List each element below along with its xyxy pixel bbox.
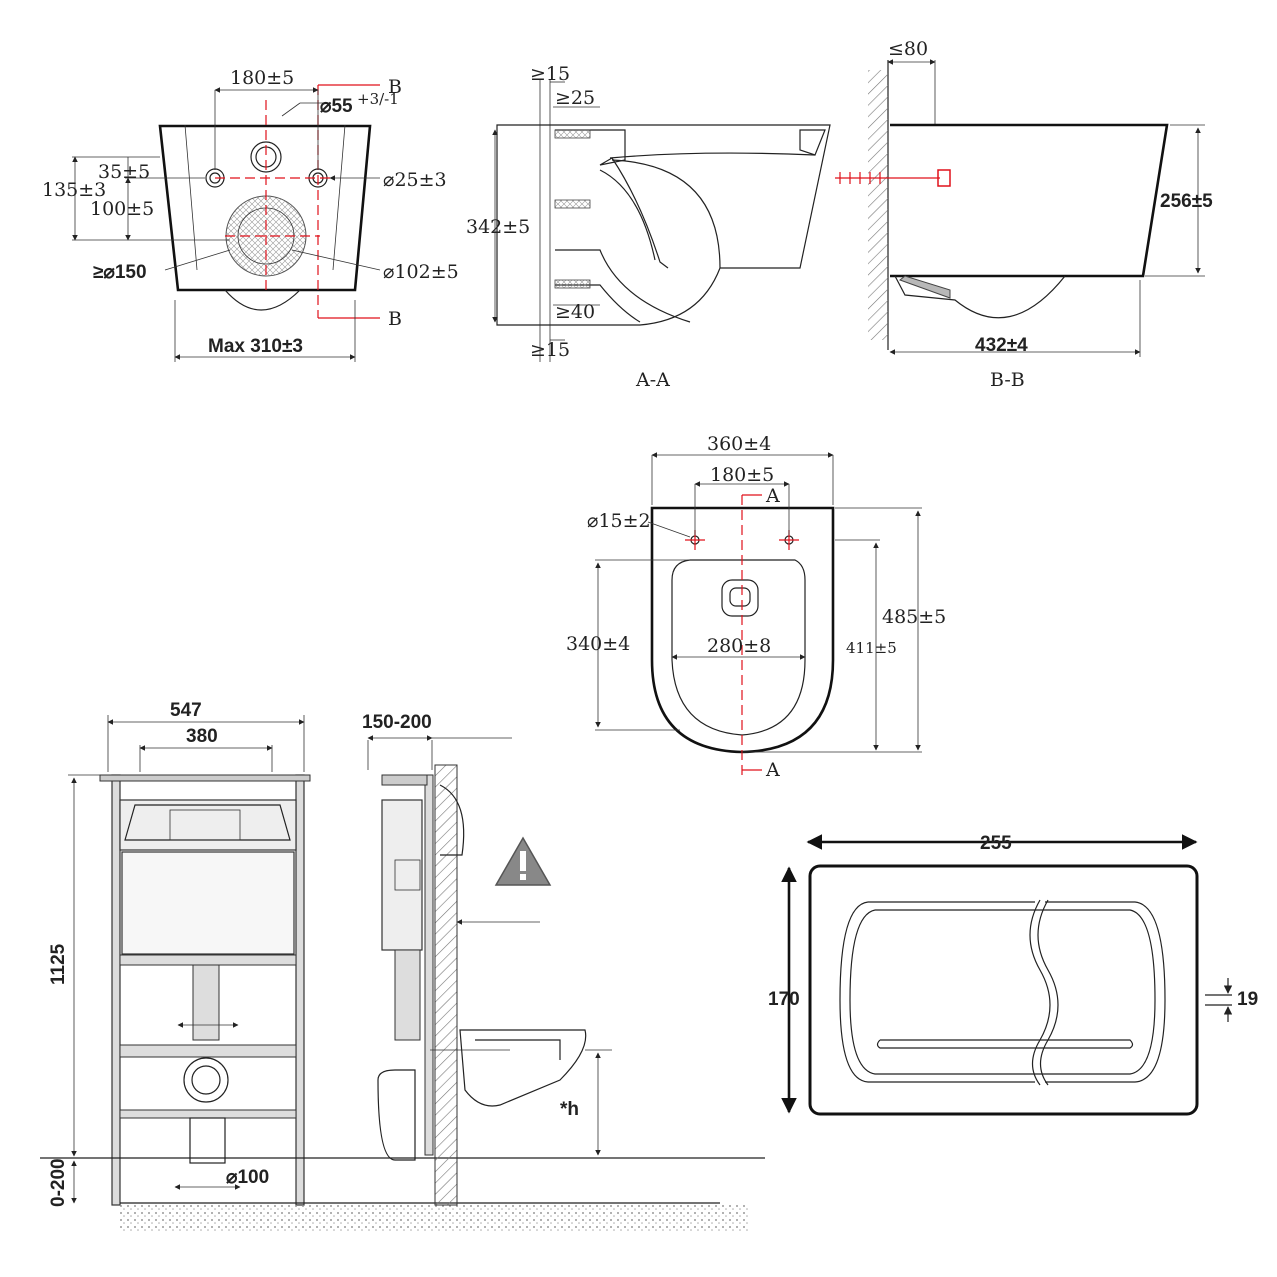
aa-dim-15-top: ≥15 <box>530 63 570 85</box>
section-aa-drawing: ≥15 ≥25 342±5 ≥40 ≥15 A-A <box>466 63 831 391</box>
tv-dim-280: 280±8 <box>707 635 771 657</box>
rear-view-drawing: 180±5 ⌀55 +3/-1 35±5 135±3 100±5 ⌀25±3 ≥… <box>42 67 459 362</box>
bb-dim-80: ≤80 <box>888 38 928 60</box>
dim-d25: ⌀25±3 <box>383 169 447 191</box>
side-dim-h: *h <box>560 1099 579 1120</box>
dim-d55: ⌀55 <box>320 96 353 117</box>
bb-dim-432: 432±4 <box>975 335 1028 356</box>
frame-dim-1125: 1125 <box>48 943 69 985</box>
wall-bolt-icon <box>835 169 951 187</box>
top-view-drawing: 360±4 180±5 ⌀15±2 340±4 280±8 411±5 485±… <box>566 433 946 781</box>
section-b-bottom-label: B <box>388 308 402 330</box>
dim-100: 100±5 <box>90 198 154 220</box>
aa-section-label: A-A <box>635 369 670 391</box>
aa-dim-25: ≥25 <box>555 87 595 109</box>
plate-dim-19: 19 <box>1237 989 1258 1010</box>
section-bb-drawing: ≤80 256±5 432±4 B-B <box>835 38 1213 391</box>
dim-d150: ≥⌀150 <box>93 262 147 283</box>
side-dim-150-200: 150-200 <box>362 712 432 733</box>
dim-d102: ⌀102±5 <box>383 261 459 283</box>
aa-dim-40: ≥40 <box>555 301 595 323</box>
dim-d55-tol: +3/-1 <box>357 90 399 108</box>
bb-dim-256: 256±5 <box>1160 191 1213 212</box>
dim-135: 135±3 <box>42 179 106 201</box>
frame-dim-547: 547 <box>170 700 202 721</box>
tv-section-a-top: A <box>765 485 780 507</box>
tv-dim-d15: ⌀15±2 <box>587 510 651 532</box>
tv-dim-340: 340±4 <box>566 633 630 655</box>
tv-dim-485: 485±5 <box>882 606 946 628</box>
warning-triangle-icon <box>494 836 552 886</box>
frame-dim-0-200: 0-200 <box>48 1158 69 1207</box>
tv-dim-411: 411±5 <box>846 639 897 657</box>
frame-dim-380: 380 <box>186 726 218 747</box>
section-b-top-label: B <box>388 76 402 98</box>
aa-dim-342: 342±5 <box>466 216 530 238</box>
plate-dim-255: 255 <box>980 833 1012 854</box>
frame-dim-d100: ⌀100 <box>226 1167 269 1188</box>
frame-side-drawing: 150-200 *h <box>362 712 612 1206</box>
dim-35: 35±5 <box>98 161 150 183</box>
tv-section-a-bottom: A <box>765 759 780 781</box>
tv-dim-180: 180±5 <box>710 464 774 486</box>
aa-dim-15-bottom: ≥15 <box>530 339 570 361</box>
bb-section-label: B-B <box>990 369 1025 391</box>
dim-180: 180±5 <box>230 67 294 89</box>
tv-dim-360: 360±4 <box>707 433 771 455</box>
dim-max310: Max 310±3 <box>208 336 303 357</box>
flush-plate-drawing: 255 170 19 <box>768 833 1258 1116</box>
frame-front-drawing: 547 380 1125 0-200 ⌀100 <box>40 700 765 1231</box>
plate-dim-170: 170 <box>768 989 800 1010</box>
